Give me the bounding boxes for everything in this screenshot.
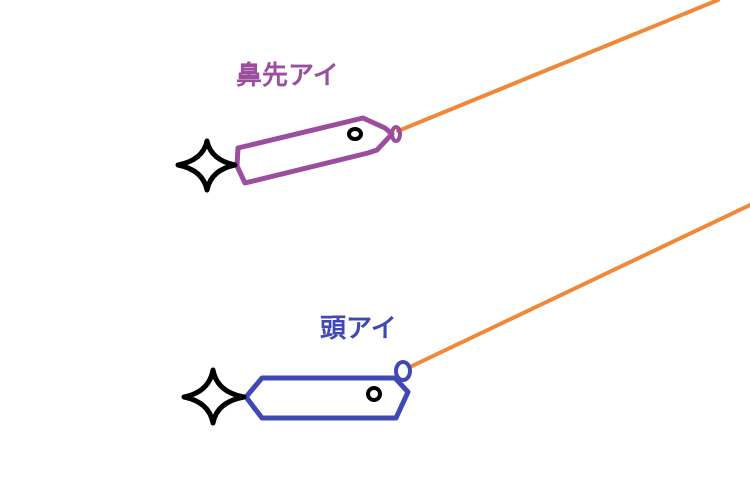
lure-eye-dot xyxy=(366,386,382,402)
fishing-line-1 xyxy=(396,0,720,133)
head-eye-lure-group xyxy=(181,203,750,426)
head-eye-label: 頭アイ xyxy=(320,314,397,344)
nose-eye-lure-group xyxy=(175,0,720,193)
line-eye-ring-nose xyxy=(390,125,402,143)
fishing-line-2 xyxy=(408,203,750,369)
sparkle-star-icon xyxy=(175,138,238,193)
line-eye-ring-head xyxy=(394,360,412,382)
lure-eye-dot xyxy=(347,127,363,141)
nose-eye-label: 鼻先アイ xyxy=(236,61,339,91)
sparkle-star-icon xyxy=(181,367,247,426)
lure-body-nose-eye xyxy=(234,115,395,186)
lure-body-head-eye xyxy=(243,375,411,421)
